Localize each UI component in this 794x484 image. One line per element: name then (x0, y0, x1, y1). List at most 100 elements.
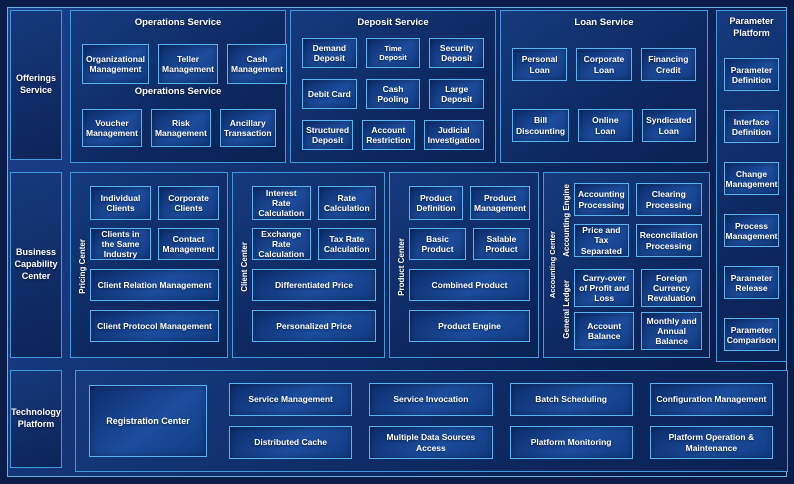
box-personalized-price: Personalized Price (252, 310, 376, 342)
box-batch-scheduling: Batch Scheduling (509, 383, 633, 416)
loan-row-1: Personal Loan Corporate Loan Financing C… (512, 48, 696, 81)
box-combined-product: Combined Product (409, 269, 530, 301)
client-row-1: Interest Rate Calculation Rate Calculati… (252, 186, 376, 220)
operations-row-1: Organizational Management Teller Managem… (82, 44, 287, 84)
technology-platform-panel: Registration Center Service Management S… (75, 370, 788, 472)
box-teller-management: Teller Management (158, 44, 218, 84)
pricing-center-panel: Pricing Center Individual Clients Corpor… (70, 172, 228, 358)
technology-platform-label: Technology Platform (10, 370, 62, 468)
box-individual-clients: Individual Clients (90, 186, 151, 220)
product-center-label: Product Center (396, 237, 406, 296)
box-rate-calculation: Rate Calculation (317, 186, 376, 220)
box-basic-product: Basic Product (409, 228, 466, 260)
box-change-management: Change Management (724, 162, 779, 196)
box-cash-pooling: Cash Pooling (365, 79, 421, 109)
box-differentiated-price: Differentiated Price (252, 269, 376, 301)
box-judicial-investigation: Judicial Investigation (423, 120, 484, 150)
box-corporate-clients: Corporate Clients (158, 186, 219, 220)
deposit-service-title: Deposit Service (357, 17, 429, 28)
box-configuration-management: Configuration Management (649, 383, 773, 416)
box-foreign-currency-revaluation: Foreign Currency Revaluation (641, 269, 702, 307)
box-price-tax-separated: Price and Tax Separated (574, 224, 629, 257)
accounting-center-label: Accounting Center (548, 231, 557, 299)
deposit-service-panel: Deposit Service Demand Deposit Time Depo… (290, 10, 496, 163)
deposit-row-3: Structured Deposit Account Restriction J… (302, 120, 484, 150)
business-capability-center-label: Business Capability Center (10, 172, 62, 358)
box-exchange-rate-calculation: Exchange Rate Calculation (252, 228, 311, 260)
general-ledger-label-wrap: General Ledger (559, 269, 574, 350)
box-organizational-management: Organizational Management (82, 44, 150, 84)
client-center-panel: Client Center Interest Rate Calculation … (232, 172, 385, 358)
box-interest-rate-calculation: Interest Rate Calculation (252, 186, 311, 220)
client-row-2: Exchange Rate Calculation Tax Rate Calcu… (252, 228, 376, 260)
box-carry-over-profit-loss: Carry-over of Profit and Loss (574, 269, 635, 307)
box-client-relation-management: Client Relation Management (90, 269, 219, 301)
general-ledger-grid: Carry-over of Profit and Loss Foreign Cu… (574, 269, 702, 350)
box-time-deposit: Time Deposit (365, 38, 421, 68)
box-process-management: Process Management (724, 214, 779, 248)
general-ledger-group: General Ledger Carry-over of Profit and … (559, 269, 702, 350)
parameter-platform-title-line2: Platform (733, 28, 770, 39)
general-ledger-label: General Ledger (562, 280, 571, 339)
offerings-service-label: Offerings Service (10, 10, 62, 160)
box-platform-operation-maintenance: Platform Operation & Maintenance (649, 426, 773, 459)
box-accounting-processing: Accounting Processing (574, 183, 629, 216)
box-reconciliation-processing: Reconciliation Processing (635, 224, 702, 257)
box-risk-management: Risk Management (150, 109, 211, 147)
pricing-row-2: Clients in the Same Industry Contact Man… (90, 228, 219, 260)
client-center-label-wrap: Client Center (236, 186, 252, 347)
box-syndicated-loan: Syndicated Loan (641, 109, 697, 142)
operations-row-2: Voucher Management Risk Management Ancil… (82, 109, 276, 147)
box-service-invocation: Service Invocation (369, 383, 493, 416)
box-clients-same-industry: Clients in the Same Industry (90, 228, 151, 260)
client-center-label: Client Center (239, 241, 249, 292)
box-parameter-comparison: Parameter Comparison (724, 318, 779, 352)
box-registration-center: Registration Center (89, 385, 207, 457)
product-center-label-wrap: Product Center (393, 186, 409, 347)
box-parameter-release: Parameter Release (724, 266, 779, 300)
box-service-management: Service Management (229, 383, 353, 416)
accounting-engine-grid: Accounting Processing Clearing Processin… (574, 183, 702, 257)
loan-row-2: Bill Discounting Online Loan Syndicated … (512, 109, 697, 142)
client-center-content: Interest Rate Calculation Rate Calculati… (252, 186, 376, 347)
box-security-deposit: Security Deposit (429, 38, 485, 68)
pricing-row-1: Individual Clients Corporate Clients (90, 186, 219, 220)
box-client-protocol-management: Client Protocol Management (90, 310, 219, 342)
technology-platform-text: Technology Platform (11, 407, 61, 429)
deposit-row-1: Demand Deposit Time Deposit Security Dep… (302, 38, 485, 68)
box-distributed-cache: Distributed Cache (229, 426, 353, 459)
box-clearing-processing: Clearing Processing (635, 183, 702, 216)
product-center-content: Product Definition Product Management Ba… (409, 186, 530, 347)
box-ancillary-transaction: Ancillary Transaction (219, 109, 276, 147)
box-bill-discounting: Bill Discounting (512, 109, 570, 142)
box-structured-deposit: Structured Deposit (302, 120, 354, 150)
box-debit-card: Debit Card (302, 79, 357, 109)
parameter-platform-title: Parameter Platform (724, 15, 779, 39)
product-center-panel: Product Center Product Definition Produc… (389, 172, 539, 358)
box-cash-management: Cash Management (227, 44, 287, 84)
box-demand-deposit: Demand Deposit (302, 38, 357, 68)
accounting-engine-label: Accounting Engine (562, 183, 571, 257)
pricing-center-content: Individual Clients Corporate Clients Cli… (90, 186, 219, 347)
box-voucher-management: Voucher Management (82, 109, 142, 147)
parameter-platform-title-line1: Parameter (729, 16, 774, 26)
offerings-service-text: Offerings Service (15, 73, 56, 95)
box-financing-credit: Financing Credit (640, 48, 696, 81)
accounting-center-label-wrap: Accounting Center (546, 183, 559, 347)
box-monthly-annual-balance: Monthly and Annual Balance (641, 312, 702, 350)
loan-service-title: Loan Service (574, 17, 634, 28)
business-capability-center-text: Business Capability Center (14, 247, 58, 281)
box-platform-monitoring: Platform Monitoring (509, 426, 633, 459)
box-online-loan: Online Loan (578, 109, 633, 142)
loan-service-panel: Loan Service Personal Loan Corporate Loa… (500, 10, 708, 163)
box-product-definition: Product Definition (409, 186, 464, 220)
accounting-center-panel: Accounting Center Accounting Engine Acco… (543, 172, 710, 358)
box-corporate-loan: Corporate Loan (576, 48, 632, 81)
product-row-1: Product Definition Product Management (409, 186, 530, 220)
box-tax-rate-calculation: Tax Rate Calculation (317, 228, 376, 260)
pricing-center-label: Pricing Center (77, 239, 87, 294)
box-personal-loan: Personal Loan (512, 48, 568, 81)
box-large-deposit: Large Deposit (429, 79, 485, 109)
box-salable-product: Salable Product (473, 228, 530, 260)
box-product-engine: Product Engine (409, 310, 530, 342)
